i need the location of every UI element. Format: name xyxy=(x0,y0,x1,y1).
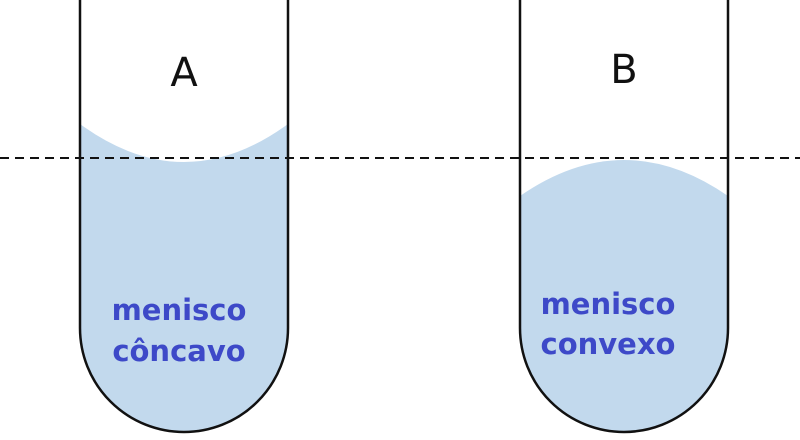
tube-a-label-line2: côncavo xyxy=(112,334,245,368)
tube-b-letter: B xyxy=(610,47,637,93)
tube-b-label-line1: menisco xyxy=(541,287,676,321)
tube-b-label-line2: convexo xyxy=(541,327,676,361)
tube-b-outline xyxy=(518,0,730,434)
tube-a-label-line1: menisco xyxy=(112,293,247,327)
tube-a-liquid xyxy=(80,124,288,432)
tube-a-outline xyxy=(78,0,290,434)
tube-b-liquid xyxy=(520,160,728,432)
tube-a-letter: A xyxy=(170,50,198,96)
